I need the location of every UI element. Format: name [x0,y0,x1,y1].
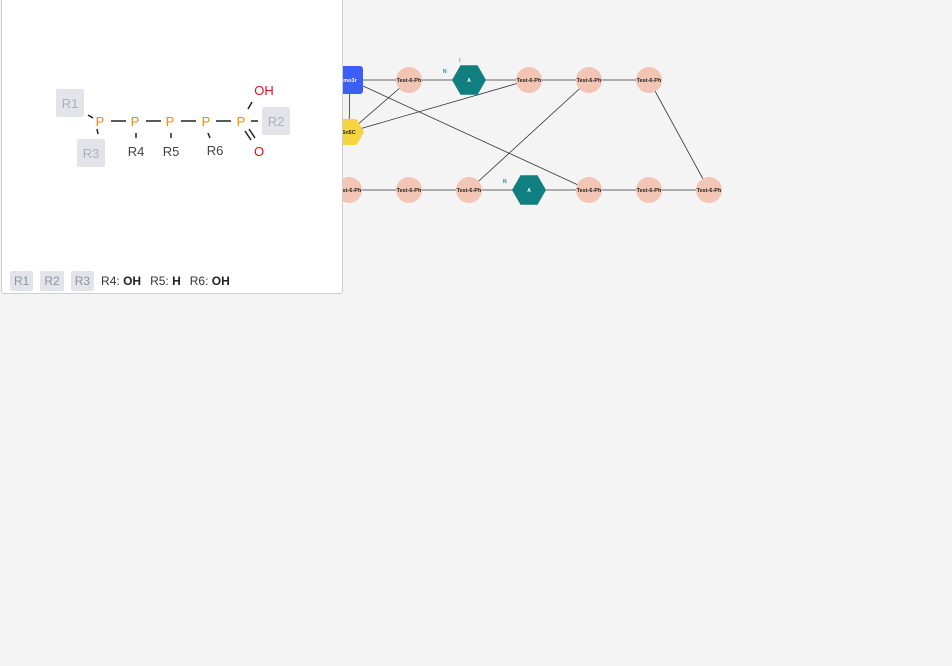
graph-node-b1[interactable]: Test-6-Ph [396,177,422,203]
r-chip: R3 [70,271,95,291]
node-label: Test-6-Ph [637,78,662,84]
node-shape [456,177,482,203]
r-box [56,89,84,117]
graph-node-hexA1[interactable]: A [452,65,486,95]
node-label: Test-6-Ph [517,78,542,84]
node-label: A [467,78,471,84]
legend-item-r4: R4: OH [101,274,142,288]
node-label: Test-6-Ph [337,188,362,194]
node-shape [512,175,546,205]
r-group-label: R3 [83,146,100,161]
r-label: R5 [163,144,180,159]
node-annotation: ! [459,58,461,64]
node-label: Test-6-Ph [637,188,662,194]
node-shape [396,67,422,93]
r-chip: R2 [40,271,64,291]
node-label: Test-6-Ph [577,78,602,84]
node-shape [516,67,542,93]
atom-o: O [254,144,264,159]
graph-annotations: N N! [443,58,507,185]
graph-node-b2[interactable]: Test-6-Ph [456,177,482,203]
node-shape [636,177,662,203]
atom-p: P [166,114,175,129]
r-labels: R4 R5 R6 [128,143,224,159]
bond [96,128,99,135]
bond [247,101,253,110]
atoms: P P P P P OH O [96,83,274,159]
graph-node-t4[interactable]: Test-6-Ph [636,67,662,93]
graph-edge [348,79,530,133]
node-label: Test-6-Ph [397,78,422,84]
atom-p: P [96,114,105,129]
node-shape [576,177,602,203]
r-group-label: R2 [268,114,285,129]
graph-edge [349,79,590,191]
graph-edge [648,79,710,191]
legend-item-r6: R6: OH [189,274,230,288]
graph-node-b5[interactable]: Test-6-Ph [696,177,722,203]
bond [248,128,256,139]
bond [87,114,94,119]
node-shape [636,67,662,93]
node-annotation: N [443,69,447,75]
bonds [87,101,258,141]
node-label: Test-6-Ph [457,188,482,194]
r-group-boxes: R1 R2 R3 [56,89,290,167]
node-label: Test-6-Ph [397,188,422,194]
molecule-structure: R1 R2 R3 P P P P P OH O R4 R5 R6 [56,83,290,167]
atom-p: P [131,114,140,129]
node-shape [396,177,422,203]
r-box [77,139,105,167]
node-shape [337,66,363,94]
node-label: 6n5C [342,130,355,136]
r-group-legend: R1 R2 R3 R4: OH R5: H R6: OH [10,270,239,292]
monomer-preview-panel: R1 R2 R3 P P P P P OH O R4 R5 R6 R1 R2 R… [1,0,343,294]
node-shape [696,177,722,203]
atom-p: P [237,114,246,129]
node-shape [576,67,602,93]
bond [207,132,211,139]
r-chip: R1 [10,271,34,291]
graph-node-b4[interactable]: Test-6-Ph [636,177,662,203]
atom-p: P [202,114,211,129]
graph-node-t2[interactable]: Test-6-Ph [516,67,542,93]
graph-edge [468,79,590,191]
r-label: R6 [207,143,224,158]
graph-node-b3[interactable]: Test-6-Ph [576,177,602,203]
graph-node-hexA2[interactable]: A [512,175,546,205]
node-label: Test-6-Ph [697,188,722,194]
node-annotation: N [503,179,507,185]
graph-edges [348,79,710,191]
r-box [262,107,290,135]
r-label: R4 [128,144,145,159]
legend-item-r5: R5: H [150,274,181,288]
node-label: mo3r [343,78,357,84]
graph-node-t3[interactable]: Test-6-Ph [576,67,602,93]
atom-oh: OH [254,83,274,98]
graph-node-n_blue[interactable]: mo3r [337,66,363,94]
node-label: Test-6-Ph [577,188,602,194]
graph-node-t1[interactable]: Test-6-Ph [396,67,422,93]
node-label: A [527,188,531,194]
bond [244,130,252,141]
node-shape [452,65,486,95]
r-group-label: R1 [62,96,79,111]
